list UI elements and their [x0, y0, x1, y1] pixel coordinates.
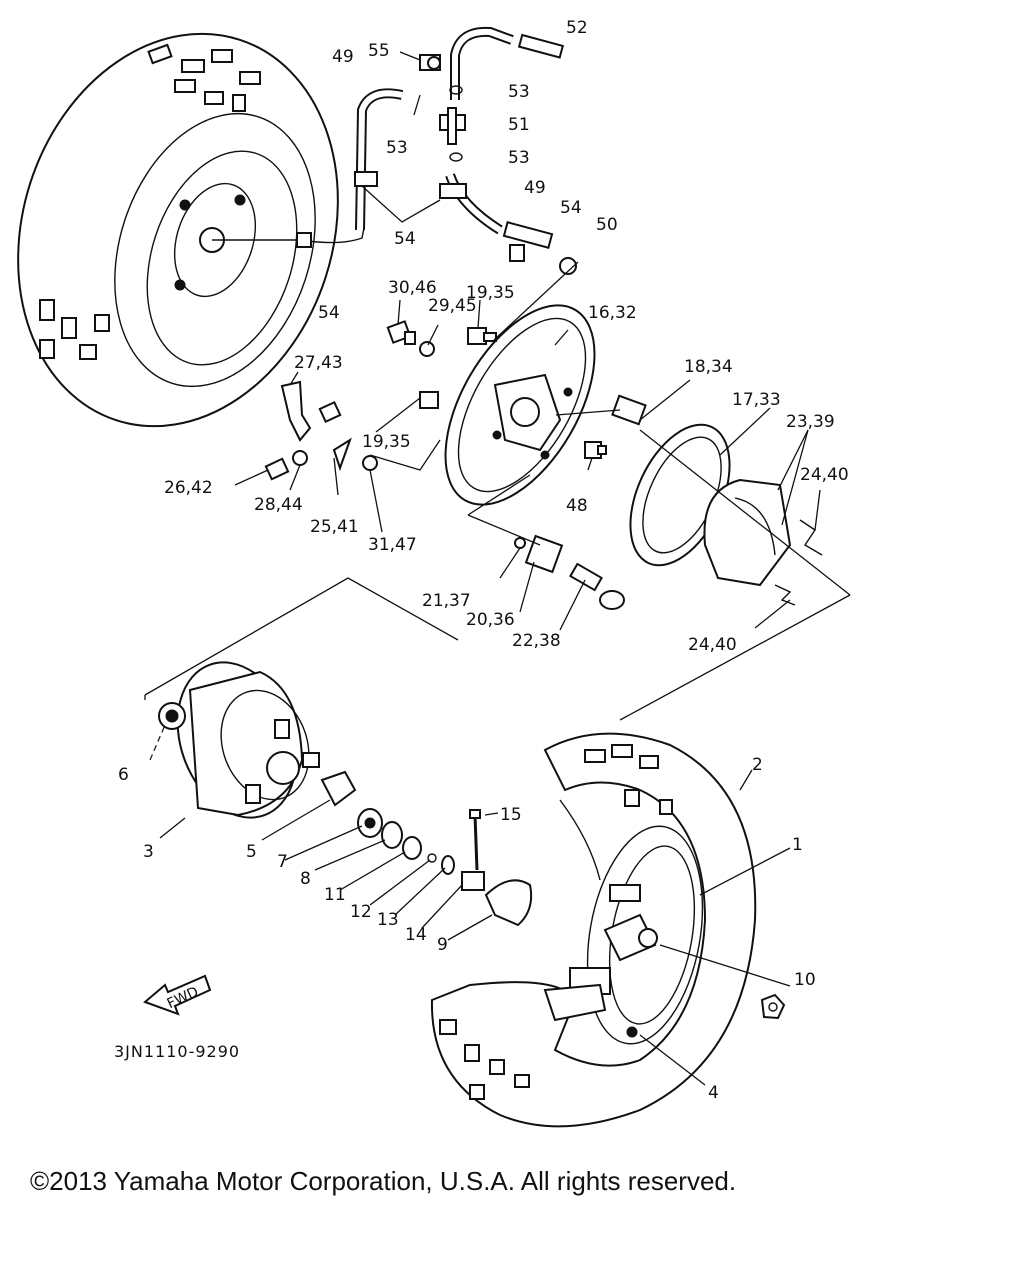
- callout-16-32: 16,32: [588, 303, 637, 323]
- callout-50: 50: [596, 215, 618, 235]
- callout-11: 11: [324, 885, 346, 905]
- callout-49-top: 49: [332, 47, 354, 67]
- callout-14: 14: [405, 925, 427, 945]
- callout-19-35-low: 19,35: [362, 432, 411, 452]
- callout-54-a: 54: [560, 198, 582, 218]
- callout-54-c: 54: [318, 303, 340, 323]
- callout-28-44: 28,44: [254, 495, 303, 515]
- callout-53-a: 53: [508, 82, 530, 102]
- brake-panel-assembly: [234, 261, 851, 721]
- callout-10: 10: [794, 970, 816, 990]
- callout-2: 2: [752, 755, 763, 775]
- callout-13: 13: [377, 910, 399, 930]
- rear-wheel-assembly: [17, 32, 365, 428]
- callout-7: 7: [277, 852, 288, 872]
- callout-31-47: 31,47: [368, 535, 417, 555]
- callout-24-40-low: 24,40: [688, 635, 737, 655]
- callout-20-36: 20,36: [466, 610, 515, 630]
- fwd-arrow-icon: FWD: [143, 974, 212, 1016]
- callout-15: 15: [500, 805, 522, 825]
- callout-23-39: 23,39: [786, 412, 835, 432]
- front-tire-assembly: [430, 732, 791, 1128]
- callout-12: 12: [350, 902, 372, 922]
- callout-9: 9: [437, 935, 448, 955]
- fwd-label: FWD: [165, 984, 201, 1012]
- callout-8: 8: [300, 869, 311, 889]
- callout-5: 5: [246, 842, 257, 862]
- hub-assembly: [144, 577, 533, 941]
- callout-21-37: 21,37: [422, 591, 471, 611]
- callout-48: 48: [566, 496, 588, 516]
- callout-53-b: 53: [386, 138, 408, 158]
- callout-30-46: 30,46: [388, 278, 437, 298]
- callout-1: 1: [792, 835, 803, 855]
- callout-52: 52: [566, 18, 588, 38]
- callout-22-38: 22,38: [512, 631, 561, 651]
- copyright-notice: ©2013 Yamaha Motor Corporation, U.S.A. A…: [30, 1166, 737, 1196]
- callout-26-42: 26,42: [164, 478, 213, 498]
- drawing-code: 3JN1110-9290: [114, 1042, 240, 1061]
- callout-51: 51: [508, 115, 530, 135]
- callout-3: 3: [143, 842, 154, 862]
- callout-27-43: 27,43: [294, 353, 343, 373]
- callout-53-c: 53: [508, 148, 530, 168]
- breather-hose-group: [354, 26, 577, 275]
- callout-49-mid: 49: [524, 178, 546, 198]
- callout-24-40-top: 24,40: [800, 465, 849, 485]
- callout-54-b: 54: [394, 229, 416, 249]
- callout-55: 55: [368, 41, 390, 61]
- callout-29-45: 29,45: [428, 296, 477, 316]
- callout-labels: 1 2 3 4 5 6 7 8 9 10 11 12 13 14 15 16,3…: [114, 18, 849, 1103]
- callout-18-34: 18,34: [684, 357, 733, 377]
- exploded-parts-diagram: FWD 1 2 3 4 5 6 7 8 9 10 11 12 13 14 15 …: [17, 18, 851, 1128]
- callout-17-33: 17,33: [732, 390, 781, 410]
- callout-25-41: 25,41: [310, 517, 359, 537]
- callout-19-35-top: 19,35: [466, 283, 515, 303]
- callout-4: 4: [708, 1083, 719, 1103]
- callout-6: 6: [118, 765, 129, 785]
